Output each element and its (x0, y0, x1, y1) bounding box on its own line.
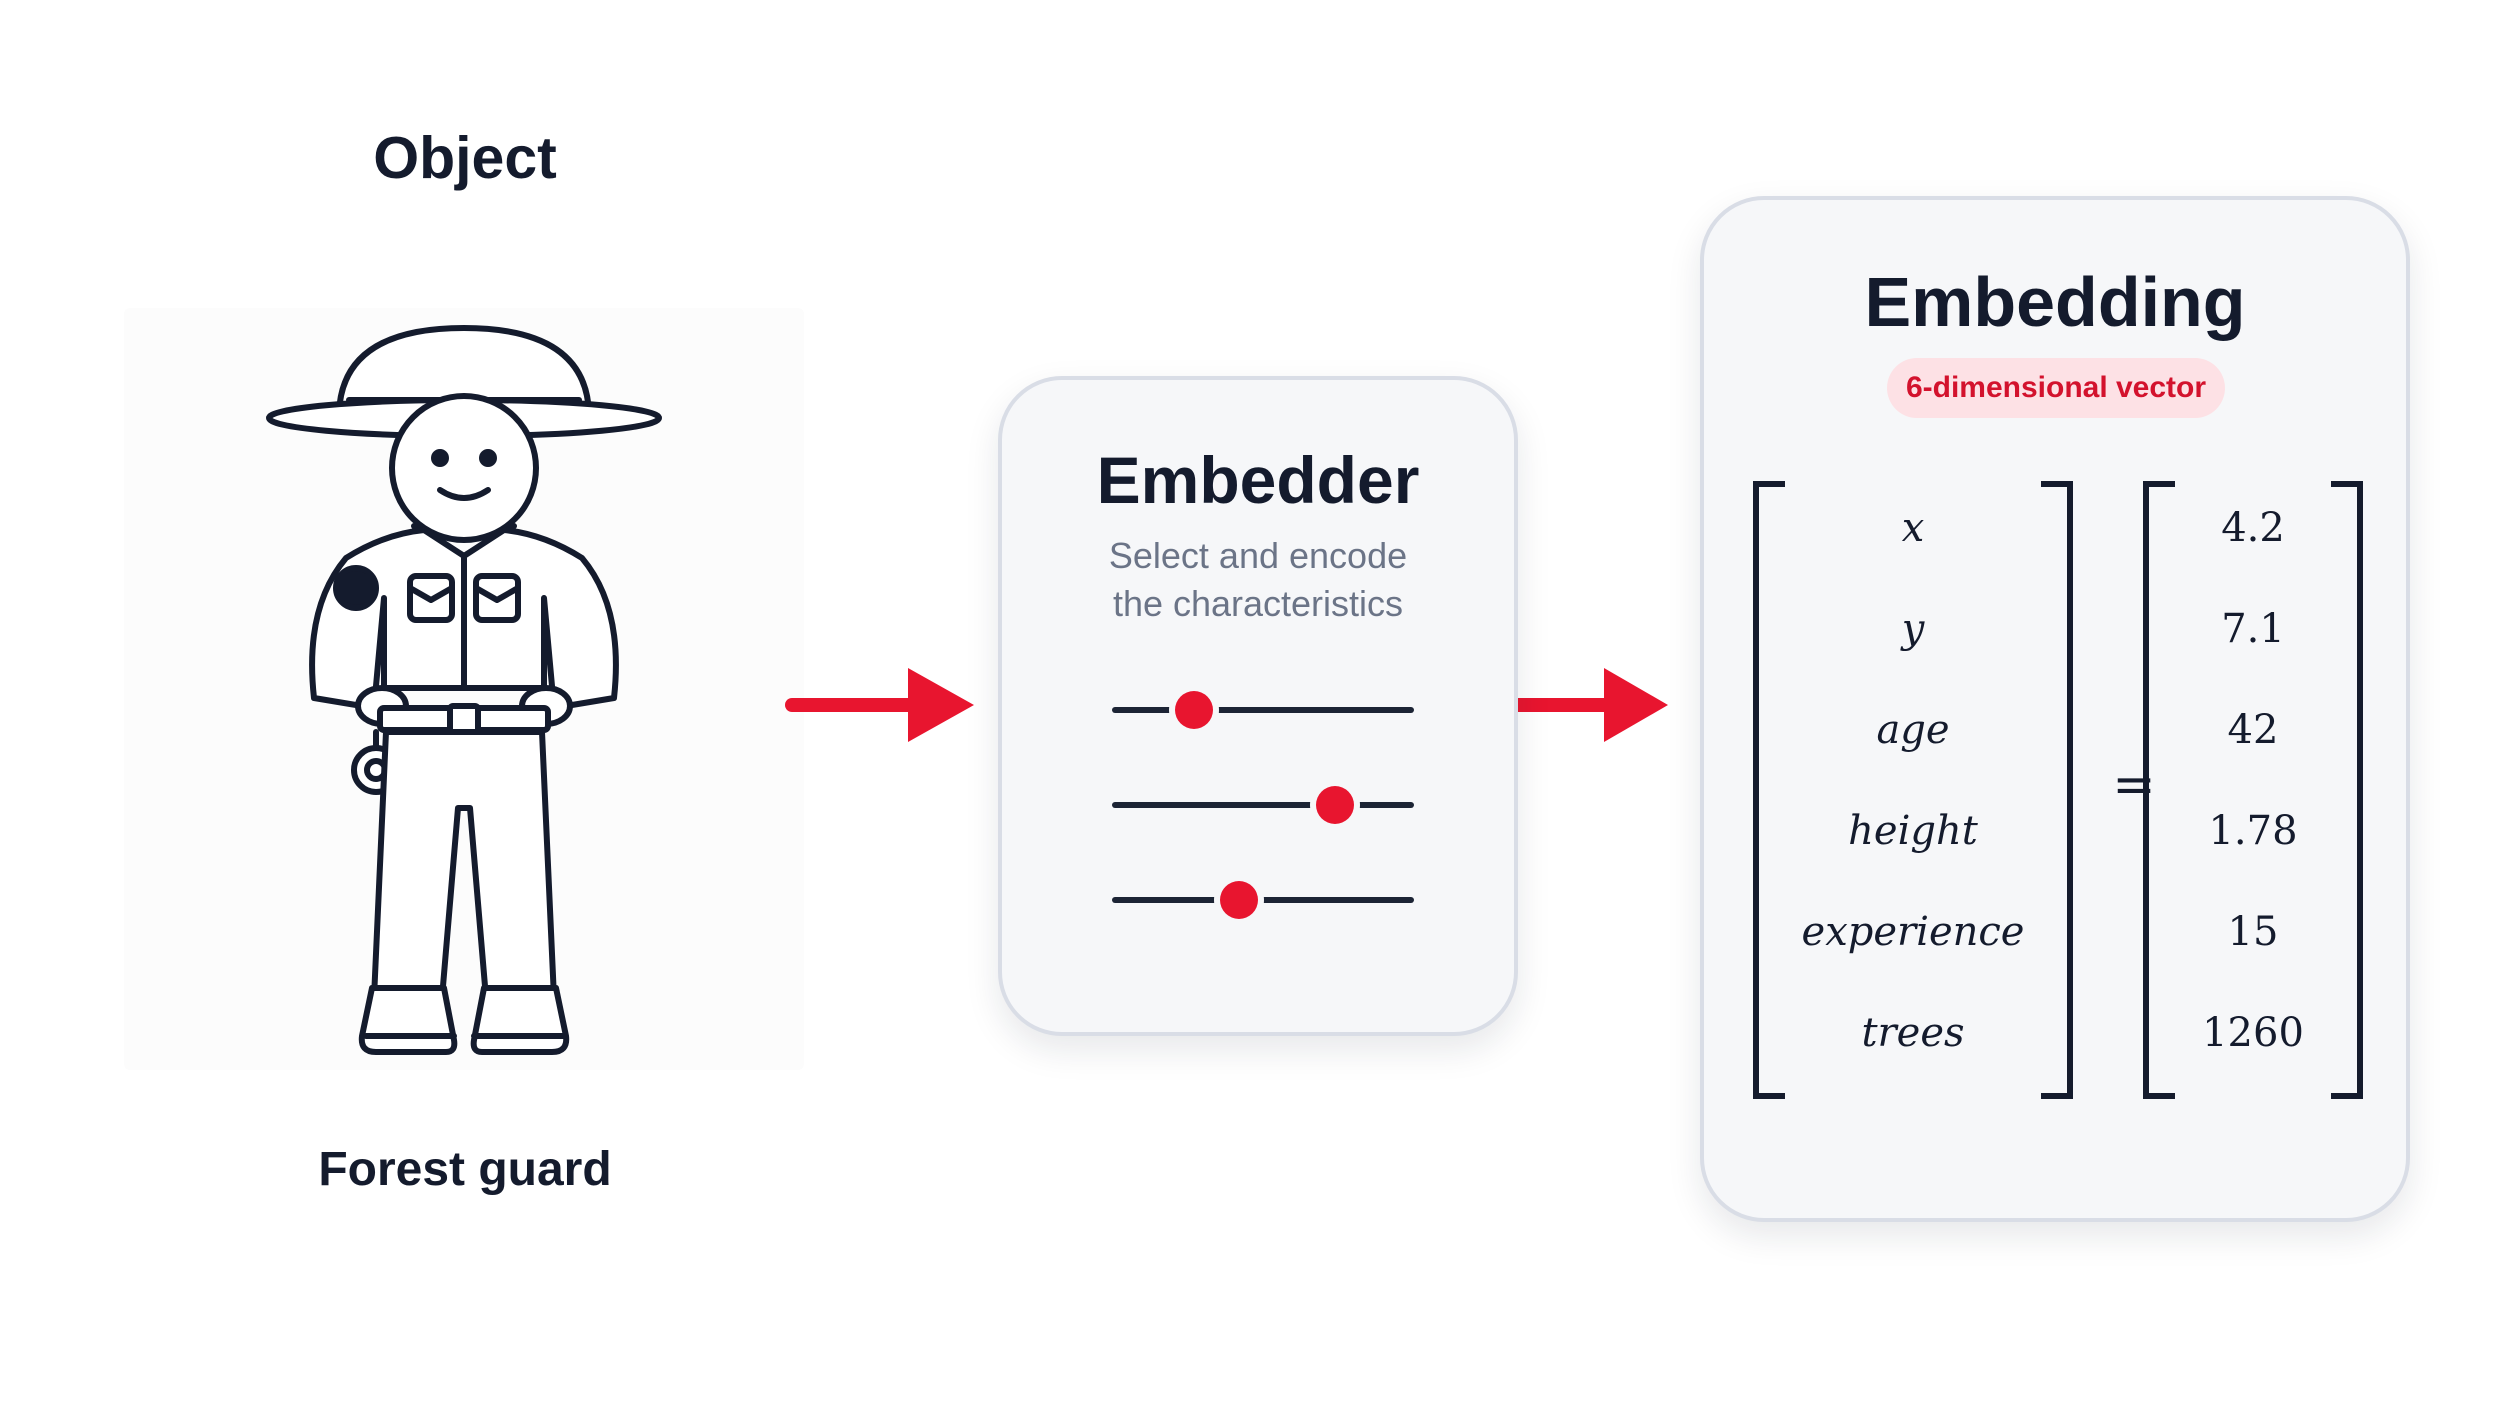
slider-track (1112, 707, 1414, 713)
feature-value: 42 (2227, 707, 2279, 753)
arrow-right-icon (1509, 668, 1668, 742)
embedding-card: Embedding 6-dimensional vector x y age heig… (1700, 196, 2410, 1222)
equals-sign: = (2112, 755, 2156, 815)
embedder-title: Embedder (1096, 443, 1420, 517)
embedder-subtitle-line: Select and encode (1108, 535, 1408, 576)
forest-guard-icon (266, 325, 662, 1055)
feature-value: 4.2 (2221, 505, 2285, 551)
feature-label: x (1901, 505, 1925, 551)
feature-label: trees (1861, 1010, 1965, 1056)
object-title: Object (373, 125, 557, 191)
slider-thumb[interactable] (1174, 691, 1213, 729)
feature-label: height (1848, 808, 1978, 854)
object-caption: Forest guard (318, 1143, 612, 1196)
forest-guard-illustration (124, 308, 804, 1070)
matrix-brackets (1753, 481, 2363, 1099)
feature-value: 1.78 (2208, 808, 2298, 854)
arrow-right-icon (785, 668, 974, 742)
dimension-badge: 6-dimensional vector (1887, 358, 2225, 418)
embedder-subtitle-line: the characteristics (1112, 583, 1404, 624)
characteristic-slider[interactable] (1112, 880, 1414, 920)
feature-value: 1260 (2202, 1010, 2304, 1056)
feature-label: experience (1801, 909, 2025, 955)
feature-label: age (1876, 707, 1950, 753)
slider-track (1112, 897, 1414, 903)
slider-thumb[interactable] (1219, 881, 1258, 919)
embedder-subtitle: Select and encode the characteristics (1002, 532, 1514, 628)
slider-thumb[interactable] (1316, 786, 1355, 824)
characteristic-slider[interactable] (1112, 785, 1414, 825)
embedder-card: Embedder Select and encode the character… (998, 376, 1518, 1036)
feature-value: 7.1 (2221, 606, 2285, 652)
feature-label: y (1901, 606, 1925, 652)
slider-track (1112, 802, 1414, 808)
characteristic-slider[interactable] (1112, 690, 1414, 730)
feature-value: 15 (2227, 909, 2279, 955)
embedding-title: Embedding (1864, 263, 2246, 341)
